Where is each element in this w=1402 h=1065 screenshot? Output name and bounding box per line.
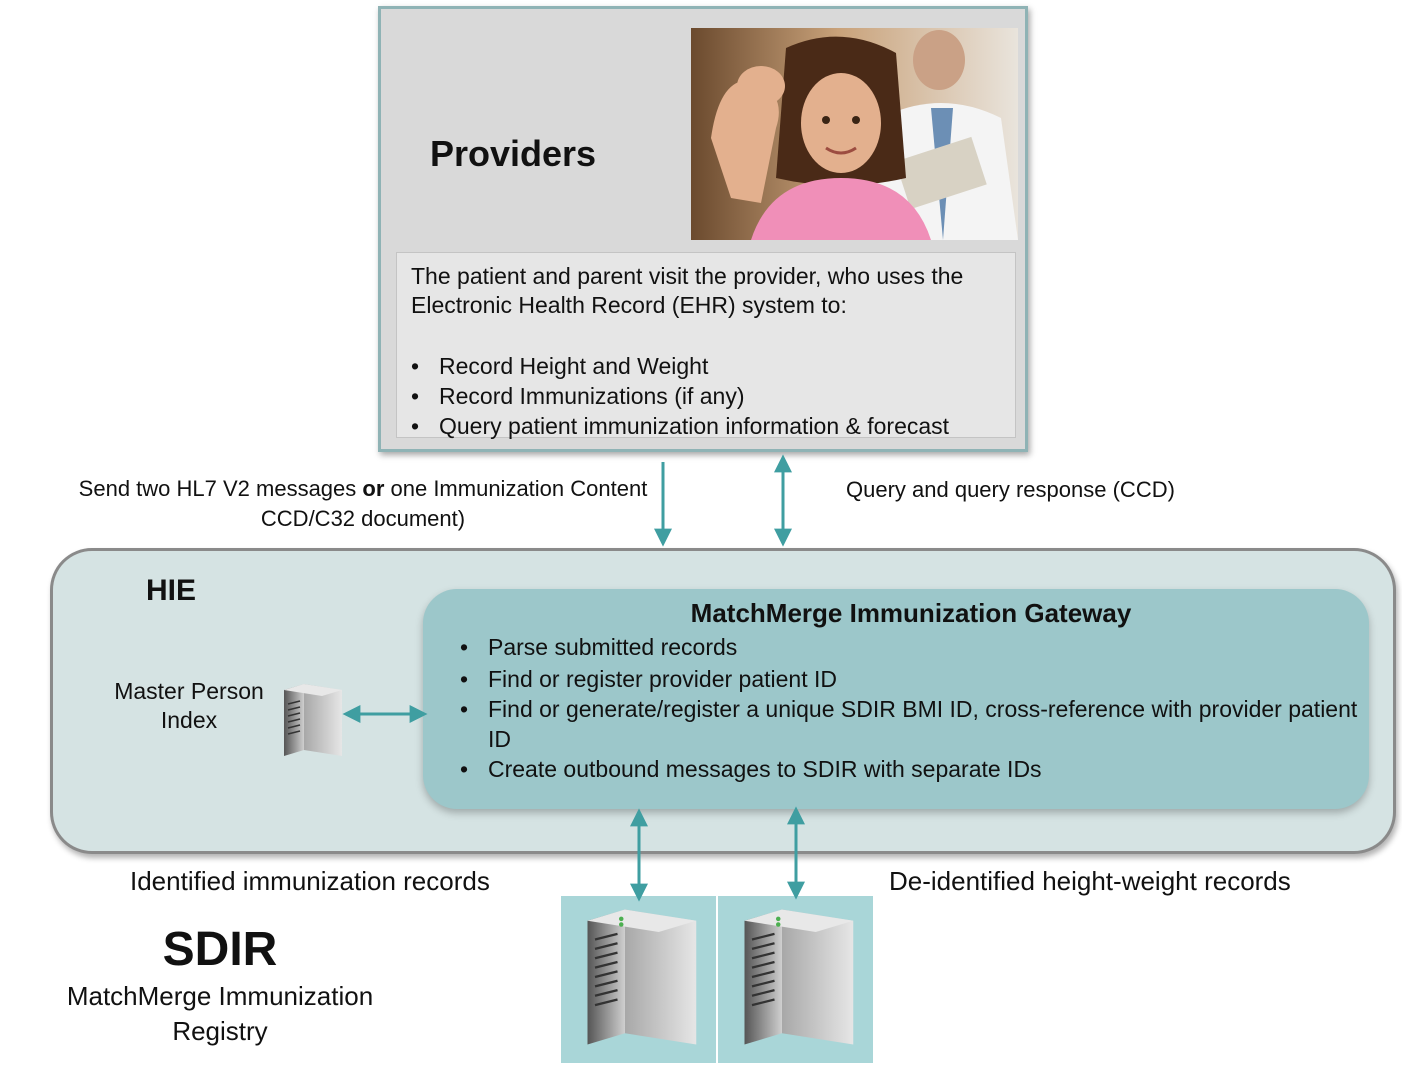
sdir-title: SDIR <box>162 923 278 976</box>
identified-records-label: Identified immunization records <box>130 866 490 896</box>
list-item: Query patient immunization information &… <box>411 412 1001 442</box>
providers-title: Providers <box>430 133 597 174</box>
gateway-steps-list: Parse submitted records Find or register… <box>460 632 1360 784</box>
deidentified-records-label: De-identified height-weight records <box>889 866 1291 896</box>
providers-intro: The patient and parent visit the provide… <box>411 263 964 318</box>
sdir-subtitle: MatchMerge Immunization Registry <box>66 981 374 1046</box>
hie-title: HIE <box>146 574 197 607</box>
master-person-index-label: Master Person Index <box>114 678 264 733</box>
list-item: Find or generate/register a unique SDIR … <box>460 694 1360 754</box>
list-item: Parse submitted records <box>460 632 1360 662</box>
send-label-part1: Send two HL7 V2 messages <box>78 476 363 501</box>
send-label-or: or <box>362 476 385 501</box>
providers-task-list: Record Height and Weight Record Immuniza… <box>411 352 1001 442</box>
provider-patient-photo <box>691 28 1018 240</box>
list-item: Find or register provider patient ID <box>460 664 1360 694</box>
list-item: Record Immunizations (if any) <box>411 382 1001 412</box>
query-label: Query and query response (CCD) <box>846 477 1175 502</box>
list-item: Create outbound messages to SDIR with se… <box>460 754 1360 784</box>
list-item: Record Height and Weight <box>411 352 1001 382</box>
sdir-server-icon <box>744 909 854 1045</box>
send-label-part2: one Immunization Content CCD/C32 documen… <box>260 476 648 531</box>
mpi-server-icon <box>284 684 342 756</box>
send-messages-label: Send two HL7 V2 messages or one Immuniza… <box>60 474 666 534</box>
providers-description-box: The patient and parent visit the provide… <box>396 252 1016 441</box>
sdir-server-icon <box>587 909 697 1045</box>
gateway-title: MatchMerge Immunization Gateway <box>690 598 1132 628</box>
